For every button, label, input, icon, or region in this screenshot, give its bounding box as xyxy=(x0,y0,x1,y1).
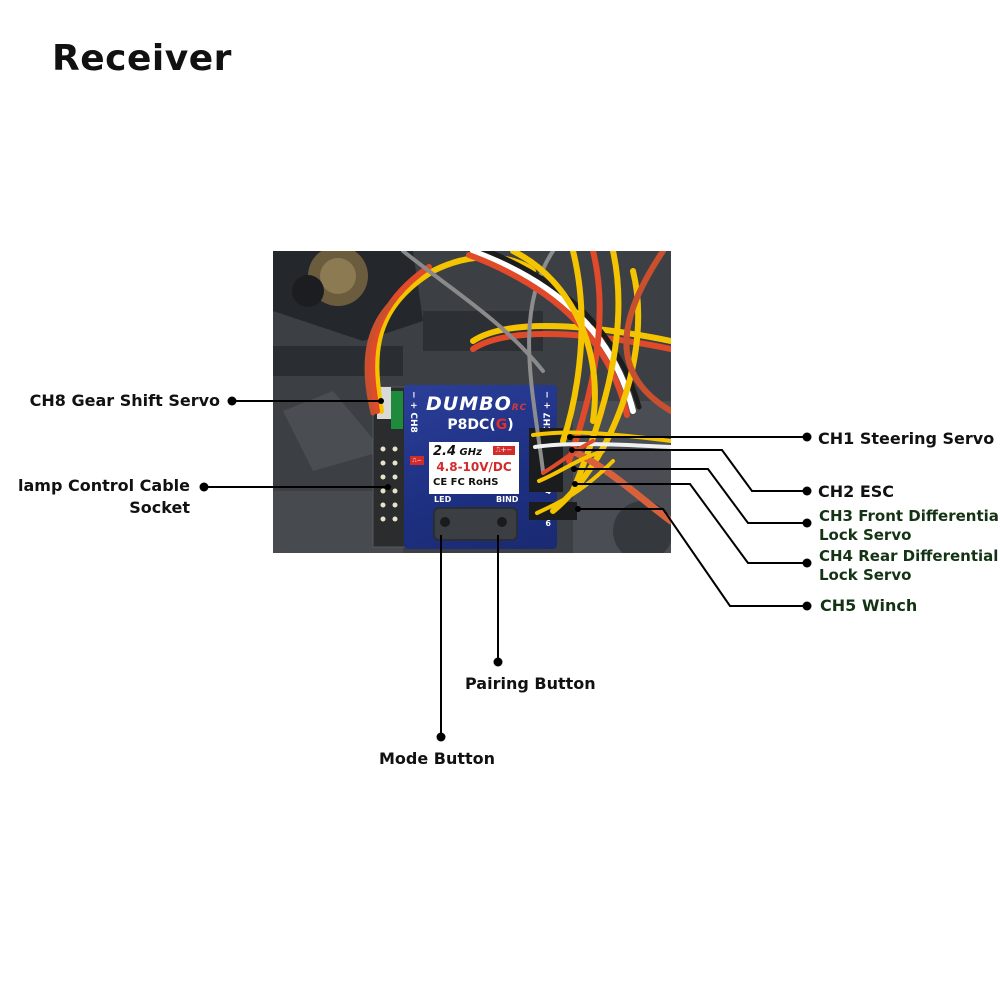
mode-button-label: Mode Button xyxy=(379,749,496,768)
ch4-callout-dot xyxy=(802,558,812,568)
bind-label: BIND xyxy=(496,495,519,504)
ch4-rear-diff-label-line2: Lock Servo xyxy=(819,566,912,584)
brand-suffix: RC xyxy=(511,403,528,413)
mode-callout-dot xyxy=(436,732,446,742)
ch2-esc-label: CH2 ESC xyxy=(818,482,895,501)
ch3-callout-dot xyxy=(802,518,812,528)
ch5-callout-dot xyxy=(802,601,812,611)
mode-button[interactable] xyxy=(440,517,450,527)
model-name: P8DC(G) xyxy=(404,417,557,433)
certification-marks: CE FC RoHS xyxy=(433,477,499,488)
button-well xyxy=(433,507,518,541)
ch8-callout-dot xyxy=(227,396,237,406)
pairing-button-label: Pairing Button xyxy=(465,674,596,693)
brand-logo: DUMBORC xyxy=(426,393,527,415)
brand-name: DUMBO xyxy=(426,393,512,415)
pairing-callout-dot xyxy=(493,657,503,667)
spec-label: 2.4 GHz ⎍+− 4.8-10V/DC CE FC RoHS xyxy=(429,442,519,494)
signal-badge-left: ⎍− xyxy=(410,456,424,465)
frequency-unit: GHz xyxy=(459,447,482,458)
channel-number: 6 xyxy=(545,519,551,528)
ch1-callout-dot xyxy=(802,432,812,442)
lamp-control-label-line2: Socket xyxy=(129,498,190,517)
ch2-callout-dot xyxy=(802,486,812,496)
ch5-winch-label: CH5 Winch xyxy=(820,596,918,615)
voltage-rating: 4.8-10V/DC xyxy=(436,460,512,474)
ch1-steering-label: CH1 Steering Servo xyxy=(818,429,995,448)
receiver-photo: − + CH8 CH7 + − DUMBORC P8DC(G) ⎍− 2.4 G… xyxy=(273,251,671,553)
frequency: 2.4 GHz xyxy=(433,444,482,459)
lamp-socket-callout-dot xyxy=(199,482,209,492)
signal-badge-right: ⎍+− xyxy=(493,446,515,455)
frequency-number: 2.4 xyxy=(433,444,457,459)
ch3-front-diff-label-line2: Lock Servo xyxy=(819,526,912,544)
model-prefix: P8DC( xyxy=(447,417,496,433)
ch8-port-label: − + CH8 xyxy=(408,391,418,433)
connector-block xyxy=(529,428,563,492)
servo-wires xyxy=(364,251,671,525)
led-label: LED xyxy=(434,495,452,504)
ch8-gear-shift-label: CH8 Gear Shift Servo xyxy=(29,391,220,410)
ch4-rear-diff-label-line1: CH4 Rear Differential xyxy=(819,547,999,565)
model-suffix: ) xyxy=(507,417,514,433)
bind-button[interactable] xyxy=(497,517,507,527)
pin-header xyxy=(380,446,398,522)
page-title: Receiver xyxy=(52,38,232,79)
lamp-control-label-line1: lamp Control Cable xyxy=(17,476,190,495)
model-variant: G xyxy=(495,417,508,433)
ch3-front-diff-label-line1: CH3 Front Differential xyxy=(819,507,1000,525)
